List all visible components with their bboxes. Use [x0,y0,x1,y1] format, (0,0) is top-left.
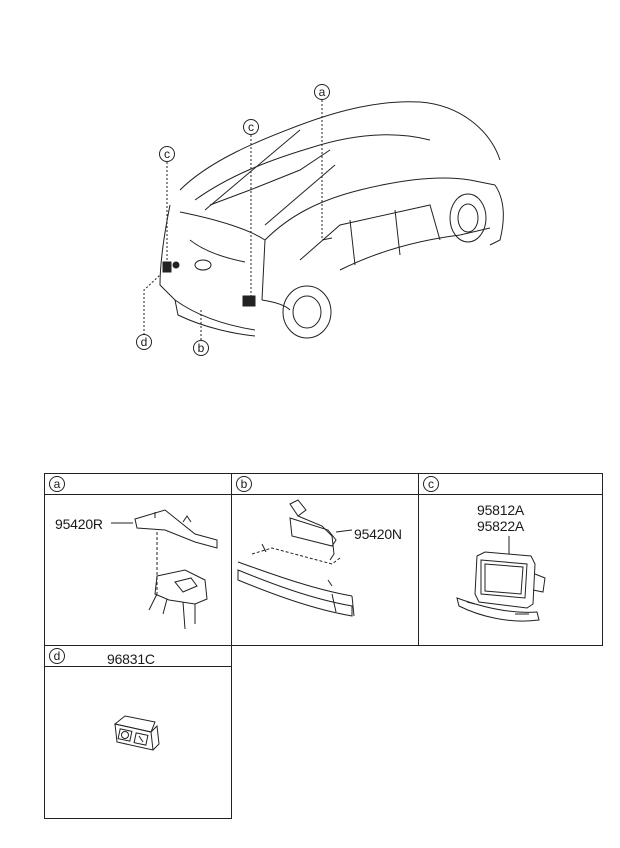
panel-b: b 95420N [231,473,419,646]
callout-c-left: c [159,146,175,162]
panel-b-label: b [236,476,252,492]
rear-bumper-illustration [237,499,355,617]
callout-b: b [193,340,209,356]
panel-d-label: d [49,648,65,664]
part-number-95812a: 95812A [477,502,525,518]
sensor-module-illustration [456,536,546,622]
part-number-95420n: 95420N [354,526,402,542]
panel-d: d 96831C [44,645,232,819]
bracket-illustration [111,509,218,630]
panel-c-label: c [423,476,439,492]
callout-a: a [314,84,330,100]
panel-a: a 95420R [44,473,232,646]
panel-c: c 95812A 95822A [418,473,603,646]
vehicle-illustration [143,100,504,340]
panel-a-label: a [49,476,65,492]
panel-b-header: b [232,474,418,495]
panel-c-header: c [419,474,602,495]
panel-d-header: d [45,646,231,667]
part-number-96831c: 96831C [107,651,155,667]
panel-a-header: a [45,474,231,495]
callout-d: d [136,334,152,350]
part-number-95420r: 95420R [55,516,103,532]
switch-illustration [113,715,160,751]
callout-c-right: c [243,119,259,135]
part-number-95822a: 95822A [477,518,525,534]
